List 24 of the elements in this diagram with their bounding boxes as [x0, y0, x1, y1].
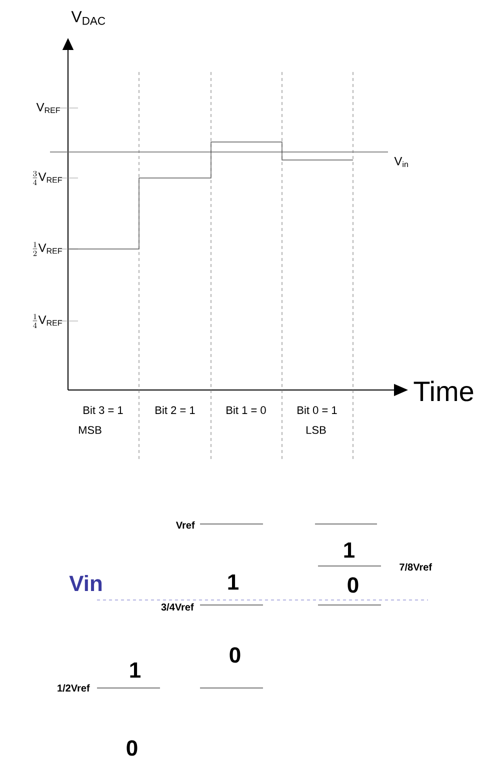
- bit-label: Bit 0 = 1: [298, 406, 337, 414]
- bit-label: Bit 2 = 1: [156, 406, 195, 414]
- bit-label: Bit 3 = 1: [84, 406, 123, 414]
- tick-label: $\frac{3}{4}\mathrm{V}_{\mathrm{REF}}$: [32, 170, 62, 186]
- bit-label: Bit 1 = 0: [226, 406, 266, 414]
- bit-label: MSB: [79, 426, 102, 434]
- bit-value: 1: [130, 662, 140, 678]
- tick-label: $\frac{1}{2}\mathrm{V}_{\mathrm{REF}}$: [32, 242, 62, 256]
- bit-value: 0: [126, 740, 138, 756]
- level-label: 3/4Vref: [161, 603, 194, 611]
- axis-label: Time: [414, 380, 474, 402]
- input-label: Vin: [69, 575, 102, 591]
- bit-value: 1: [344, 542, 354, 558]
- bit-value: 1: [228, 574, 238, 590]
- bit-label: LSB: [306, 426, 326, 434]
- tick-label: V$_{REF}$: [36, 102, 60, 114]
- axis-label: V$_{in}$: [394, 156, 408, 168]
- tick-label: $\frac{1}{4}\mathrm{V}_{\mathrm{REF}}$: [32, 314, 62, 328]
- level-label: 1/2Vref: [58, 684, 90, 692]
- bit-value: 0: [348, 577, 358, 593]
- axis-label: V$_{DAC}$: [71, 11, 106, 25]
- bit-value: 0: [230, 647, 240, 663]
- level-label: Vref: [176, 521, 195, 529]
- level-label: 7/8Vref: [400, 563, 432, 571]
